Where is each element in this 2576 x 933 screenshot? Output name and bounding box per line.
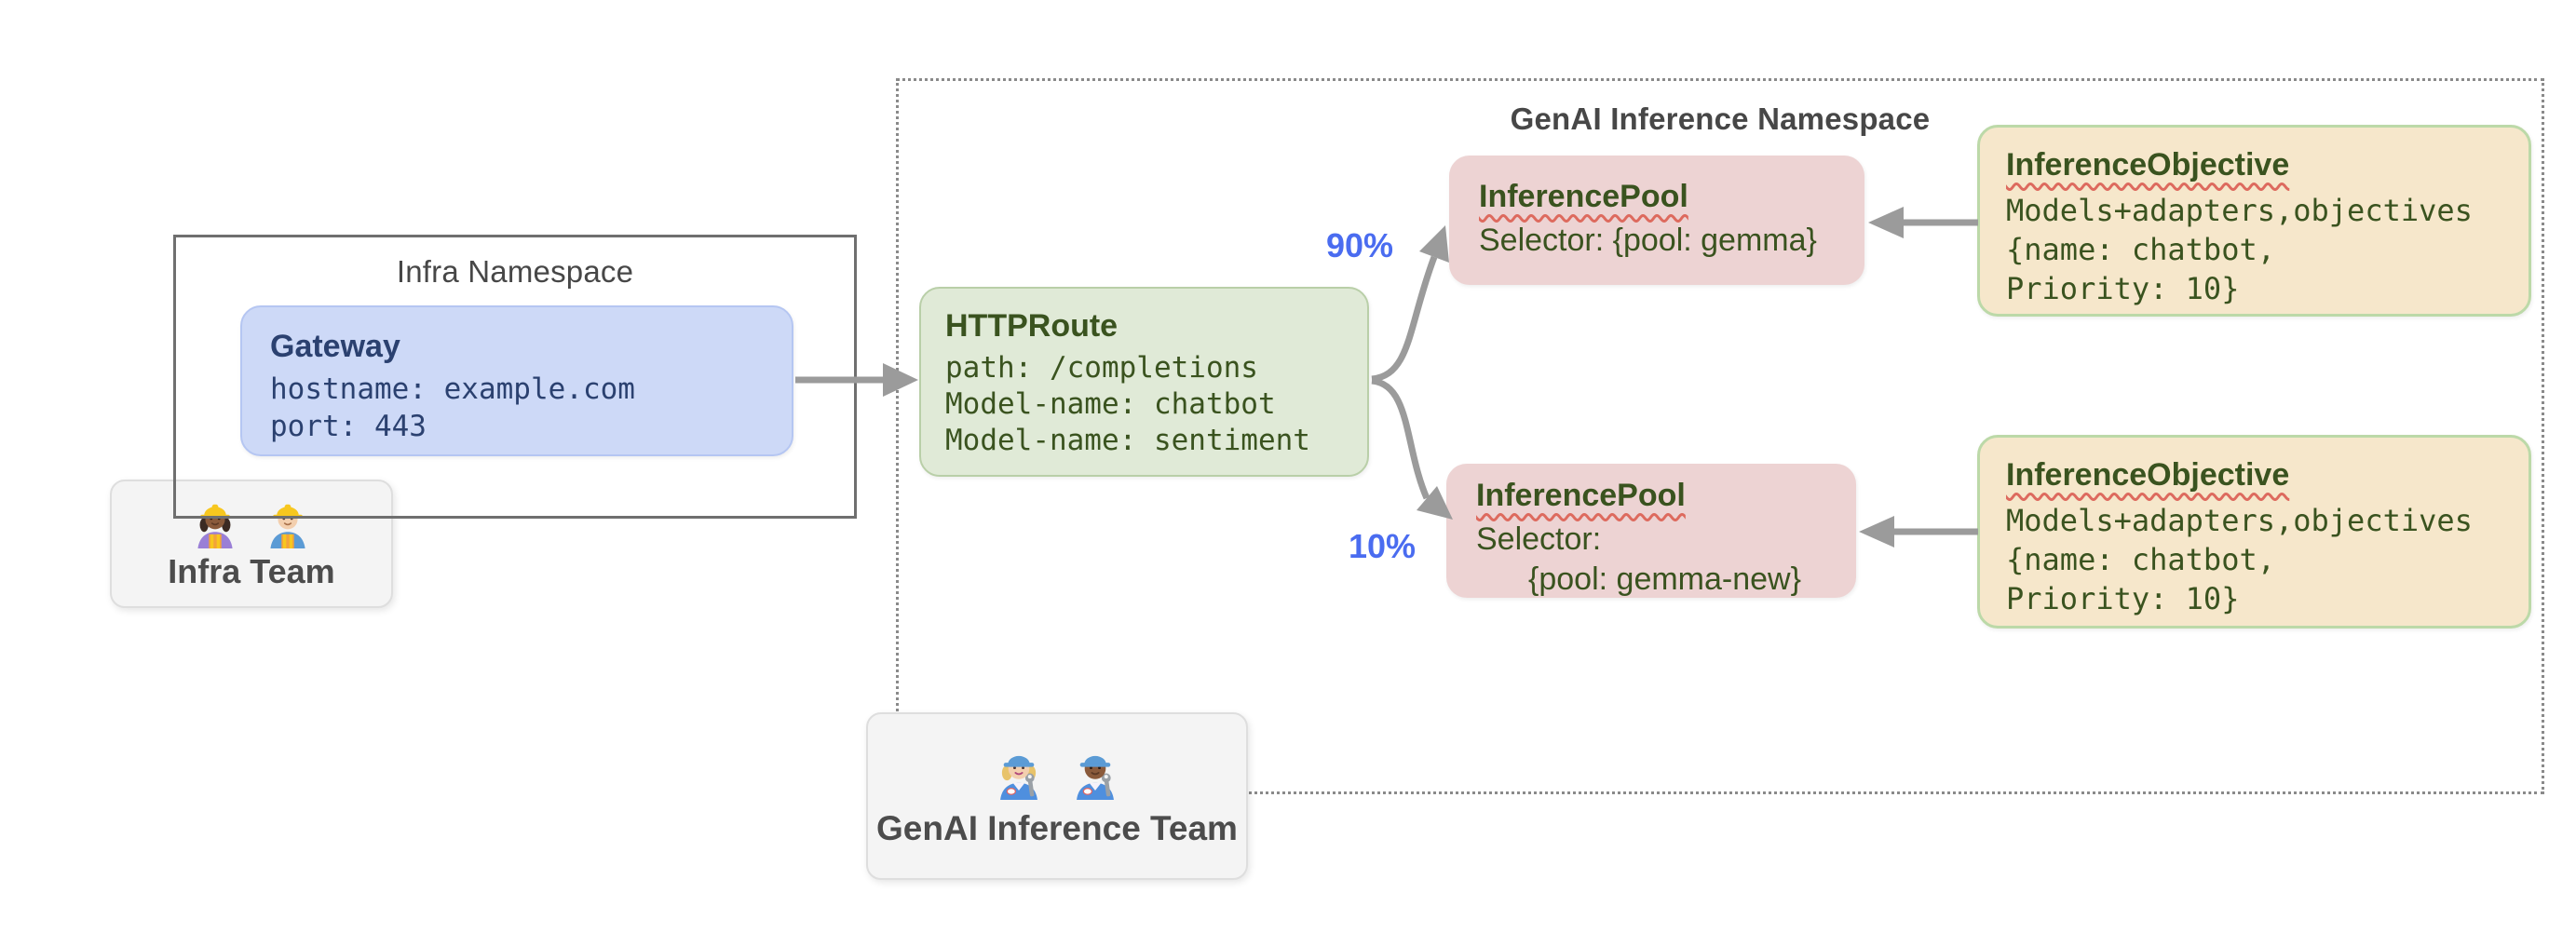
httproute-model-2: Model-name: sentiment: [945, 424, 1310, 457]
gateway-hostname: hostname: example.com: [270, 372, 635, 406]
httproute-card: HTTPRoute path: /completions Model-name:…: [919, 287, 1369, 477]
httproute-path: path: /completions: [945, 351, 1258, 385]
inference-pool-bottom-selector: Selector:: [1476, 521, 1602, 557]
genai-inference-namespace-box: GenAI Inference Namespace: [896, 78, 2544, 794]
man-construction-worker-icon: [270, 504, 305, 548]
objective-bottom-line-2: {name: chatbot,: [2006, 542, 2275, 577]
httproute-model-1: Model-name: chatbot: [945, 387, 1276, 421]
traffic-weight-90: 90%: [1326, 226, 1394, 264]
inference-objective-card-top: InferenceObjective Models+adapters,objec…: [1977, 125, 2531, 317]
infra-team-label: Infra Team: [168, 552, 335, 590]
woman-mechanic-icon: [1000, 755, 1037, 800]
inference-pool-bottom-selector-value: {pool: gemma-new}: [1528, 561, 1801, 597]
infra-namespace-box: Infra Namespace: [173, 235, 857, 519]
man-mechanic-icon: [1077, 755, 1114, 800]
inference-pool-card-top: InferencePool Selector: {pool: gemma}: [1449, 156, 1864, 285]
genai-inference-team-label: GenAI Inference Team: [876, 809, 1238, 847]
inference-objective-top-title: InferenceObjective: [2006, 147, 2290, 183]
genai-inference-team-box: GenAI Inference Team: [866, 712, 1248, 880]
gateway-card: Gateway hostname: example.com port: 443: [240, 305, 793, 456]
inference-pool-top-selector: Selector: {pool: gemma}: [1479, 223, 1817, 258]
traffic-weight-10: 10%: [1349, 527, 1417, 565]
inference-pool-top-title: InferencePool: [1479, 179, 1688, 214]
gateway-port: port: 443: [270, 410, 427, 443]
genai-inference-namespace-title: GenAI Inference Namespace: [1510, 101, 1931, 136]
objective-top-line-2: {name: chatbot,: [2006, 232, 2275, 267]
inference-objective-bottom-title: InferenceObjective: [2006, 457, 2290, 493]
objective-top-line-3: Priority: 10}: [2006, 271, 2240, 306]
objective-bottom-line-3: Priority: 10}: [2006, 581, 2240, 616]
infra-team-box: Infra Team: [110, 480, 393, 608]
objective-bottom-line-1: Models+adapters,objectives: [2006, 503, 2473, 538]
objective-top-line-1: Models+adapters,objectives: [2006, 193, 2473, 228]
inference-objective-card-bottom: InferenceObjective Models+adapters,objec…: [1977, 435, 2531, 629]
inference-pool-card-bottom: InferencePool Selector: {pool: gemma-new…: [1446, 464, 1856, 598]
httproute-title: HTTPRoute: [945, 308, 1119, 344]
inference-pool-bottom-title: InferencePool: [1476, 478, 1686, 513]
infra-namespace-title: Infra Namespace: [396, 254, 634, 289]
gateway-title: Gateway: [270, 329, 400, 364]
